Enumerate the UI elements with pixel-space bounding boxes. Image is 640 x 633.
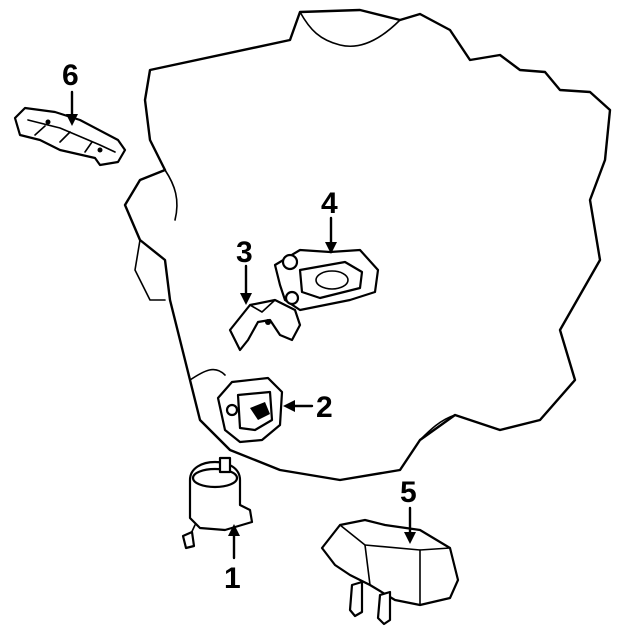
part-5-rear-mount	[320, 518, 460, 626]
callout-5: 5	[400, 476, 417, 509]
part-1-insulator	[181, 456, 254, 550]
engine-outline	[123, 8, 612, 482]
part-2-engine-mount	[216, 376, 284, 444]
callout-2: 2	[316, 391, 333, 424]
callout-arrows	[66, 90, 416, 560]
callout-6: 6	[62, 59, 79, 92]
callout-1: 1	[224, 562, 241, 595]
callout-3: 3	[236, 236, 253, 269]
callout-4: 4	[321, 187, 338, 220]
part-3-bracket	[228, 298, 302, 352]
part-4-mount-bracket	[273, 248, 380, 312]
part-6-transmission-support	[13, 106, 127, 167]
